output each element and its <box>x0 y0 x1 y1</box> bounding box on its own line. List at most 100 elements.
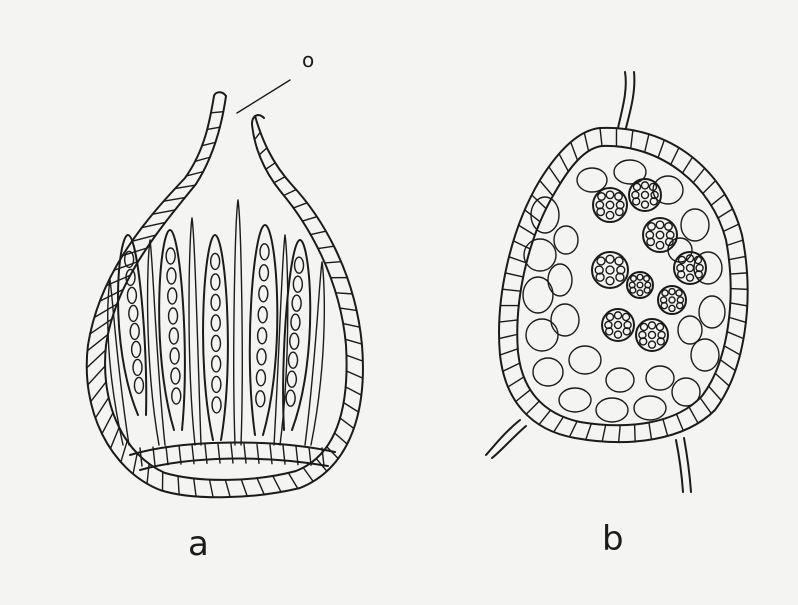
wall-a-cell-divider <box>343 324 360 328</box>
ascospore <box>597 257 605 265</box>
wall-b-cell-divider <box>689 407 698 423</box>
base-a-cell-divider <box>257 444 259 463</box>
ascospore <box>648 322 655 329</box>
wall-a-cell-divider <box>147 464 149 484</box>
wall-a-cell-divider <box>336 293 353 294</box>
wall-b-cell-divider <box>502 289 520 291</box>
parenchyma-cell <box>596 398 628 422</box>
ascospore <box>287 371 296 387</box>
wall-b-cell-divider <box>584 133 588 151</box>
wall-b-cell-divider <box>709 386 722 400</box>
ascospore <box>211 253 220 269</box>
wall-b-cell-divider <box>720 360 735 371</box>
parenchyma-cell <box>526 319 558 351</box>
wall-b-cell-divider <box>658 140 664 158</box>
ascospore <box>656 241 663 248</box>
ascospore <box>669 289 675 295</box>
wall-b-cell-divider <box>508 377 524 387</box>
base-a-cell-divider <box>140 448 142 466</box>
ascospore <box>257 349 266 365</box>
wall-a-cell-divider <box>207 127 220 129</box>
ascospore <box>606 201 613 208</box>
ascospore <box>211 335 220 351</box>
ascospore <box>637 282 643 288</box>
wall-b-cell-divider <box>600 128 602 146</box>
ascospore <box>641 191 648 198</box>
wall-a-cell-divider <box>257 478 264 494</box>
ascospore <box>648 331 655 338</box>
ascospore <box>637 290 643 296</box>
ascospore <box>286 390 295 406</box>
wall-b-cell-divider <box>586 424 592 440</box>
ascospore <box>259 265 268 281</box>
ascospore <box>293 276 302 292</box>
wall-a-cell-divider <box>88 366 105 385</box>
ascospore <box>259 286 268 302</box>
ascospore <box>289 352 298 368</box>
ascospore <box>614 331 621 338</box>
wall-a-cell-divider <box>340 418 354 428</box>
ascospore <box>662 290 668 296</box>
ascospore <box>686 274 693 281</box>
wall-a-cell-divider <box>340 308 357 310</box>
ascospore <box>641 182 648 189</box>
wall-b-cell-divider <box>715 373 729 386</box>
parenchyma-cell <box>533 358 563 386</box>
wall-a-cell-divider <box>241 479 247 496</box>
ascospore <box>212 356 221 372</box>
ascospore <box>637 274 643 280</box>
wall-b-cell-divider <box>635 425 636 442</box>
ascospore <box>606 313 613 320</box>
ascospore <box>168 288 177 304</box>
wall-a-cell-divider <box>335 433 348 444</box>
parenchyma-cell <box>569 346 601 374</box>
parenchyma-cell <box>577 168 607 192</box>
ascospore <box>615 257 623 265</box>
wall-b-cell-divider <box>649 423 652 440</box>
wall-a-cell-divider <box>225 480 230 497</box>
ascospore <box>166 248 175 264</box>
wall-b-cell-divider <box>516 390 531 402</box>
ascospore <box>127 287 136 303</box>
ostiole-tip-left <box>214 92 226 96</box>
inner-tissue-cells <box>523 160 725 422</box>
wall-b-cell-divider <box>499 320 517 322</box>
parenchyma-cell <box>531 197 559 233</box>
ascospore <box>633 183 640 190</box>
ascus <box>203 235 228 440</box>
wall-b-cell-divider <box>724 346 740 355</box>
ascospore <box>130 323 139 339</box>
wall-a-cell-divider <box>255 132 261 139</box>
wall-a-cell-divider <box>273 476 281 492</box>
ascospore <box>686 264 693 271</box>
base-a-cell-divider <box>218 444 220 463</box>
wall-b-cell-divider <box>539 410 550 424</box>
wall-b-cell-divider <box>519 225 535 235</box>
ascospore <box>631 276 637 282</box>
wall-b-cell-divider <box>711 194 725 205</box>
wall-b-cell-divider <box>729 256 745 259</box>
wall-a-cell-divider <box>346 387 362 395</box>
paraphysis <box>148 240 165 445</box>
wall-b-cell-divider <box>569 421 577 437</box>
parenchyma-cell <box>646 366 674 390</box>
wall-a-cell-divider <box>194 478 196 496</box>
structure-a <box>87 80 363 497</box>
figure-label-b: b <box>602 522 624 556</box>
ascospore <box>212 397 221 413</box>
wall-b-cell-divider <box>499 334 517 338</box>
ascus-cluster <box>629 179 661 211</box>
wall-b-cell-divider <box>676 414 683 431</box>
wall-a-cell-divider <box>311 231 326 234</box>
base-a-cell-divider <box>283 446 285 465</box>
ascospore <box>656 221 663 228</box>
ascospore <box>648 223 655 230</box>
ascospore <box>598 193 605 200</box>
ascospore <box>669 305 675 311</box>
ascus-cluster <box>658 286 686 314</box>
wall-b-cell-divider <box>631 130 633 148</box>
ascospore <box>622 313 629 320</box>
wall-b-cell-divider <box>700 398 711 414</box>
base-a-cell-divider <box>166 446 168 464</box>
wall-a-cell-divider <box>178 476 179 494</box>
